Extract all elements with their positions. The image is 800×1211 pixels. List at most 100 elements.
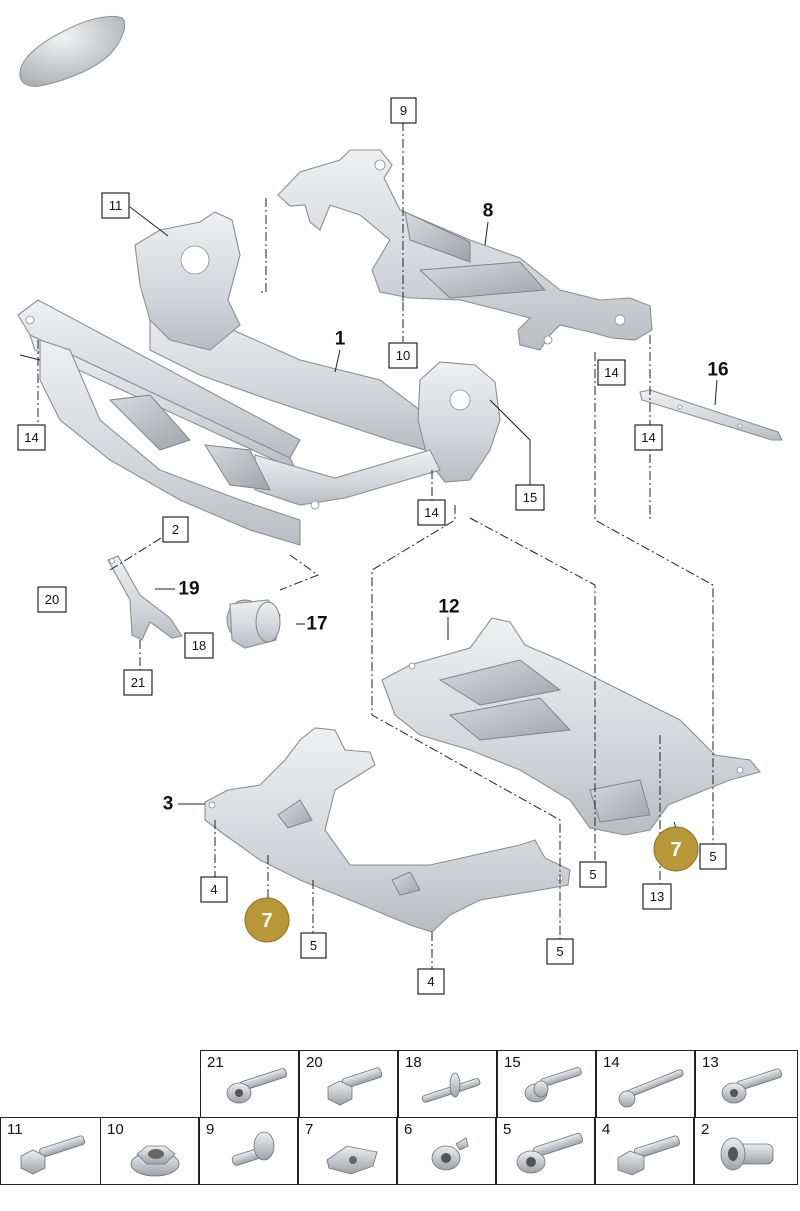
callout-21: 21 — [123, 669, 153, 696]
exploded-parts-diagram: 9 11 10 14 14 14 14 15 2 20 18 21 4 5 4 … — [17, 15, 783, 995]
label-part-16: 16 — [707, 360, 728, 381]
parts-cell-13: 13 — [695, 1050, 798, 1118]
svg-text:7: 7 — [261, 910, 272, 932]
hex-bolt-icon — [20, 1135, 86, 1175]
svg-text:14: 14 — [424, 505, 438, 520]
hex-bolt-icon — [327, 1067, 383, 1106]
svg-text:7: 7 — [670, 839, 681, 861]
svg-text:4: 4 — [210, 882, 217, 897]
callout-9: 9 — [390, 97, 417, 124]
svg-text:5: 5 — [709, 849, 716, 864]
torx-bolt-icon — [516, 1132, 583, 1174]
svg-text:10: 10 — [396, 348, 410, 363]
parts-cell-number: 2 — [701, 1121, 710, 1138]
label-part-12: 12 — [438, 597, 459, 618]
parts-cell-number: 20 — [306, 1054, 323, 1071]
callout-18: 18 — [184, 632, 214, 659]
parts-cell-5: 5 — [496, 1117, 595, 1185]
parts-cell-number: 14 — [603, 1054, 620, 1071]
parts-cell-15: 15 — [497, 1050, 596, 1118]
svg-text:5: 5 — [310, 938, 317, 953]
callout-5-right: 5 — [699, 843, 727, 870]
vehicle-silhouette-icon — [19, 15, 126, 87]
label-part-19: 19 — [178, 579, 199, 600]
callout-13: 13 — [642, 883, 672, 910]
parts-cell-4: 4 — [595, 1117, 694, 1185]
parts-cell-18: 18 — [398, 1050, 497, 1118]
parts-cell-20: 20 — [299, 1050, 398, 1118]
parts-cell-14: 14 — [596, 1050, 695, 1118]
svg-text:21: 21 — [131, 675, 145, 690]
callout-4-left: 4 — [200, 876, 228, 903]
callout-4-bottom: 4 — [417, 968, 445, 995]
hex-nut-icon — [130, 1145, 180, 1177]
rivet-bolt-icon — [421, 1072, 481, 1103]
torx-bolt-icon — [721, 1068, 783, 1104]
parts-cell-number: 6 — [404, 1121, 413, 1138]
label-part-1: 1 — [335, 329, 346, 350]
callout-10: 10 — [388, 342, 418, 369]
clip-nut-icon — [326, 1145, 378, 1175]
parts-cell-number: 4 — [602, 1121, 611, 1138]
callout-14-right: 14 — [597, 359, 626, 386]
svg-text:14: 14 — [24, 430, 38, 445]
label-part-3: 3 — [163, 794, 174, 815]
parts-cell-6: 6 — [397, 1117, 496, 1185]
highlight-marker-7-left: 7 — [244, 897, 290, 943]
label-part-17: 17 — [306, 614, 327, 635]
parts-cell-9: 9 — [199, 1117, 298, 1185]
sleeve-icon — [720, 1137, 774, 1171]
svg-text:11: 11 — [109, 198, 123, 213]
front-subframe-part-1 — [17, 211, 501, 546]
cage-nut-icon — [431, 1137, 469, 1171]
callout-14-center: 14 — [417, 499, 446, 526]
parts-cell-number: 18 — [405, 1054, 422, 1071]
parts-cell-10: 10 — [100, 1117, 199, 1185]
shear-panel-part-12 — [381, 617, 761, 836]
long-bolt-icon — [618, 1069, 684, 1108]
parts-cell-number: 10 — [107, 1121, 124, 1138]
washer-bolt-icon — [231, 1131, 275, 1166]
parts-cell-21: 21 — [200, 1050, 299, 1118]
svg-text:20: 20 — [45, 592, 59, 607]
callout-11: 11 — [101, 192, 130, 219]
callout-5-panel12: 5 — [579, 861, 607, 888]
svg-text:14: 14 — [604, 365, 618, 380]
callout-14-left: 14 — [17, 424, 46, 451]
leader-lines — [19, 206, 718, 829]
svg-text:5: 5 — [556, 944, 563, 959]
svg-text:9: 9 — [400, 103, 407, 118]
parts-cell-number: 7 — [305, 1121, 314, 1138]
callout-14-bracket: 14 — [634, 424, 663, 451]
callout-5-panel3: 5 — [300, 932, 327, 959]
parts-cell-number: 11 — [7, 1121, 23, 1138]
shear-panel-part-3 — [204, 727, 571, 933]
parts-cell-7: 7 — [298, 1117, 397, 1185]
svg-text:15: 15 — [523, 490, 537, 505]
bracket-part-19 — [107, 555, 183, 641]
bushing-part-17 — [226, 599, 281, 649]
svg-text:14: 14 — [641, 430, 655, 445]
parts-cell-number: 21 — [207, 1054, 224, 1071]
callout-5-bottom: 5 — [546, 938, 574, 965]
hex-flange-bolt-icon — [617, 1135, 681, 1176]
callout-20: 20 — [37, 586, 67, 613]
parts-cell-number: 9 — [206, 1121, 215, 1138]
svg-text:2: 2 — [172, 522, 179, 537]
callout-15: 15 — [515, 484, 545, 511]
svg-text:5: 5 — [589, 867, 596, 882]
parts-cell-11: 11 — [0, 1117, 101, 1185]
callout-2: 2 — [162, 516, 189, 543]
svg-text:18: 18 — [192, 638, 206, 653]
torx-bolt-icon — [226, 1068, 287, 1104]
label-part-8: 8 — [483, 201, 494, 222]
rear-subframe-part-8 — [277, 149, 653, 351]
parts-cell-number: 5 — [503, 1121, 512, 1138]
parts-cell-number: 13 — [702, 1054, 719, 1071]
parts-cell-number: 15 — [504, 1054, 521, 1071]
highlight-marker-7-right: 7 — [653, 826, 699, 872]
svg-text:13: 13 — [650, 889, 664, 904]
flange-bolt-icon — [524, 1067, 582, 1103]
svg-text:4: 4 — [427, 974, 434, 989]
fastener-parts-table: 21 20 18 15 14 13 11 10 9 7 6 5 — [0, 1050, 800, 1190]
